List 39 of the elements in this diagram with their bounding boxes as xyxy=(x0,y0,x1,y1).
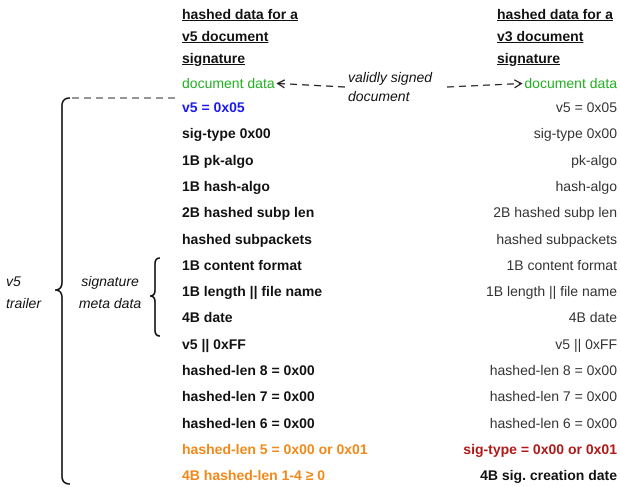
field-text: document data xyxy=(182,75,275,92)
field-text: hashed-len 8 = 0x00 xyxy=(490,362,617,379)
field-text: 2B hashed subp len xyxy=(182,204,314,222)
field-text: 2B hashed subp len xyxy=(493,204,617,222)
field-text: hashed subpackets xyxy=(182,230,312,248)
field-text: 4B date xyxy=(182,309,233,326)
brace-label: signature meta data xyxy=(78,272,142,313)
field-text: sig-type 0x00 xyxy=(534,125,617,142)
field-text: v5 || 0xFF xyxy=(555,336,617,353)
field-text: hashed-len 6 = 0x00 xyxy=(490,414,617,432)
field-text: 1B content format xyxy=(182,256,302,274)
column-heading: hashed data for a v3 document signature xyxy=(497,5,614,68)
arrow xyxy=(276,79,346,88)
note-text: validly signed document xyxy=(348,68,444,106)
field-text: hashed-len 6 = 0x00 xyxy=(182,414,315,432)
field-text: 4B hashed-len 1-4 ≥ 0 xyxy=(182,467,326,484)
field-text: 4B sig. creation date xyxy=(480,467,617,484)
field-text: 1B hash-algo xyxy=(182,178,270,195)
arrow xyxy=(446,79,522,88)
field-text: v5 || 0xFF xyxy=(182,336,246,353)
field-text: hashed-len 7 = 0x00 xyxy=(490,388,617,406)
field-text: pk-algo xyxy=(571,152,617,169)
field-text: document data xyxy=(524,75,617,92)
field-text: v5 = 0x05 xyxy=(556,99,617,116)
field-text: 1B length || file name xyxy=(182,283,322,300)
field-text: 1B pk-algo xyxy=(182,152,254,169)
field-text: 1B content format xyxy=(506,256,617,274)
field-text: 4B date xyxy=(568,309,617,326)
field-text: v5 = 0x05 xyxy=(182,99,245,116)
field-text: hashed-len 8 = 0x00 xyxy=(182,362,315,379)
field-text: hashed subpackets xyxy=(496,230,617,248)
field-text: hashed-len 5 = 0x00 or 0x01 xyxy=(182,440,368,458)
field-text: sig-type 0x00 xyxy=(182,125,271,142)
field-text: hash-algo xyxy=(556,178,617,195)
field-text: 1B length || file name xyxy=(486,283,617,300)
column-heading: hashed data for a v5 document signature xyxy=(182,5,299,68)
field-text: hashed-len 7 = 0x00 xyxy=(182,388,315,406)
field-text: sig-type = 0x00 or 0x01 xyxy=(463,440,617,458)
brace-label: v5 trailer xyxy=(6,272,42,313)
